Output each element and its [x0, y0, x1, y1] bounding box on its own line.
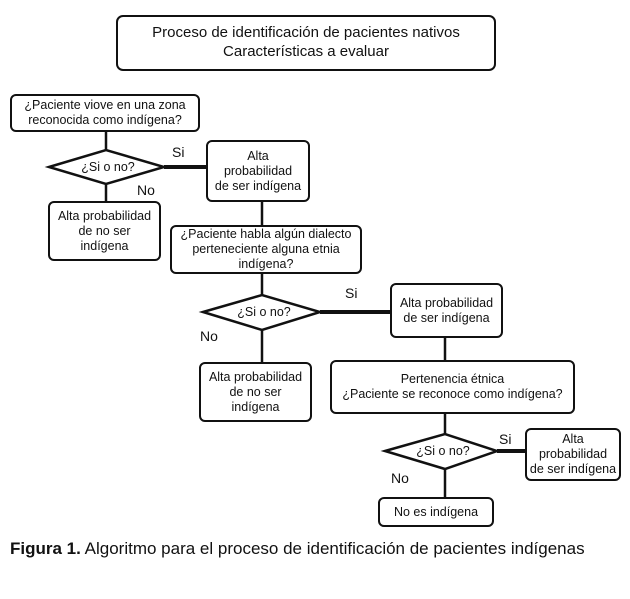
- question-3-line-1: Pertenencia étnica: [400, 372, 505, 386]
- decision-2-no-label: No: [200, 328, 218, 344]
- result-3-no-box: No es indígena: [378, 497, 494, 527]
- decision-diamond-1: [44, 148, 169, 186]
- decision-1-yes-label: Si: [172, 144, 185, 160]
- result-3-yes-line-2: probabilidad: [538, 447, 608, 461]
- result-1-yes-line-2: probabilidad: [223, 163, 293, 178]
- decision-2-text: ¿Si o no?: [237, 305, 291, 319]
- result-1-yes-box: Alta probabilidad de ser indígena: [206, 140, 310, 202]
- question-1-line-2: reconocida como indígena?: [28, 113, 182, 127]
- figure-caption-text: Algoritmo para el proceso de identificac…: [84, 539, 585, 558]
- result-1-yes-line-3: de ser indígena: [214, 178, 302, 193]
- question-box-1: ¿Paciente viove en una zona reconocida c…: [10, 94, 200, 132]
- result-2-no-line-1: Alta probabilidad: [208, 369, 303, 384]
- decision-3-no-label: No: [391, 470, 409, 486]
- question-2-line-3: indígena?: [238, 257, 294, 271]
- question-box-3: Pertenencia étnica ¿Paciente se reconoce…: [330, 360, 575, 414]
- result-3-yes-line-1: Alta: [562, 432, 584, 446]
- decision-3-text: ¿Si o no?: [416, 444, 470, 458]
- decision-1-no-label: No: [137, 182, 155, 198]
- title-line-1: Proceso de identificación de pacientes n…: [152, 24, 460, 42]
- decision-diamond-2: [198, 293, 325, 332]
- question-3-line-2: ¿Paciente se reconoce como indígena?: [342, 387, 563, 401]
- result-1-no-box: Alta probabilidad de no ser indígena: [48, 201, 161, 261]
- result-2-yes-line-1: Alta probabilidad: [399, 295, 494, 310]
- decision-diamond-3: [380, 432, 501, 471]
- result-2-no-line-3: indígena: [231, 399, 280, 414]
- result-3-yes-line-3: de ser indígena: [529, 462, 617, 476]
- decision-1-text: ¿Si o no?: [81, 160, 135, 174]
- decision-2-yes-label: Si: [345, 285, 358, 301]
- result-2-yes-line-2: de ser indígena: [403, 310, 490, 325]
- flowchart: Proceso de identificación de pacientes n…: [10, 15, 621, 527]
- figure-caption-label: Figura 1.: [10, 539, 81, 558]
- connector-layer: [44, 131, 526, 498]
- question-box-2: ¿Paciente habla algún dialecto perteneci…: [170, 225, 362, 274]
- result-1-no-line-1: Alta probabilidad: [57, 208, 152, 223]
- question-2-line-1: ¿Paciente habla algún dialecto: [180, 227, 352, 241]
- figure-caption: Figura 1. Algoritmo para el proceso de i…: [10, 538, 608, 561]
- result-2-no-box: Alta probabilidad de no ser indígena: [199, 362, 312, 422]
- result-1-no-line-3: indígena: [80, 238, 129, 253]
- result-1-no-line-2: de no ser: [78, 223, 131, 238]
- title-line-2: Características a evaluar: [223, 43, 389, 60]
- question-2-line-2: perteneciente alguna etnia: [192, 242, 340, 256]
- result-2-yes-box: Alta probabilidad de ser indígena: [390, 283, 503, 338]
- result-3-no-text: No es indígena: [393, 504, 479, 519]
- flowchart-title-box: Proceso de identificación de pacientes n…: [116, 15, 496, 71]
- result-2-no-line-2: de no ser: [229, 384, 282, 399]
- result-3-yes-box: Alta probabilidad de ser indígena: [525, 428, 621, 481]
- question-1-line-1: ¿Paciente viove en una zona: [24, 98, 186, 112]
- result-1-yes-line-1: Alta: [247, 148, 269, 163]
- decision-3-yes-label: Si: [499, 431, 512, 447]
